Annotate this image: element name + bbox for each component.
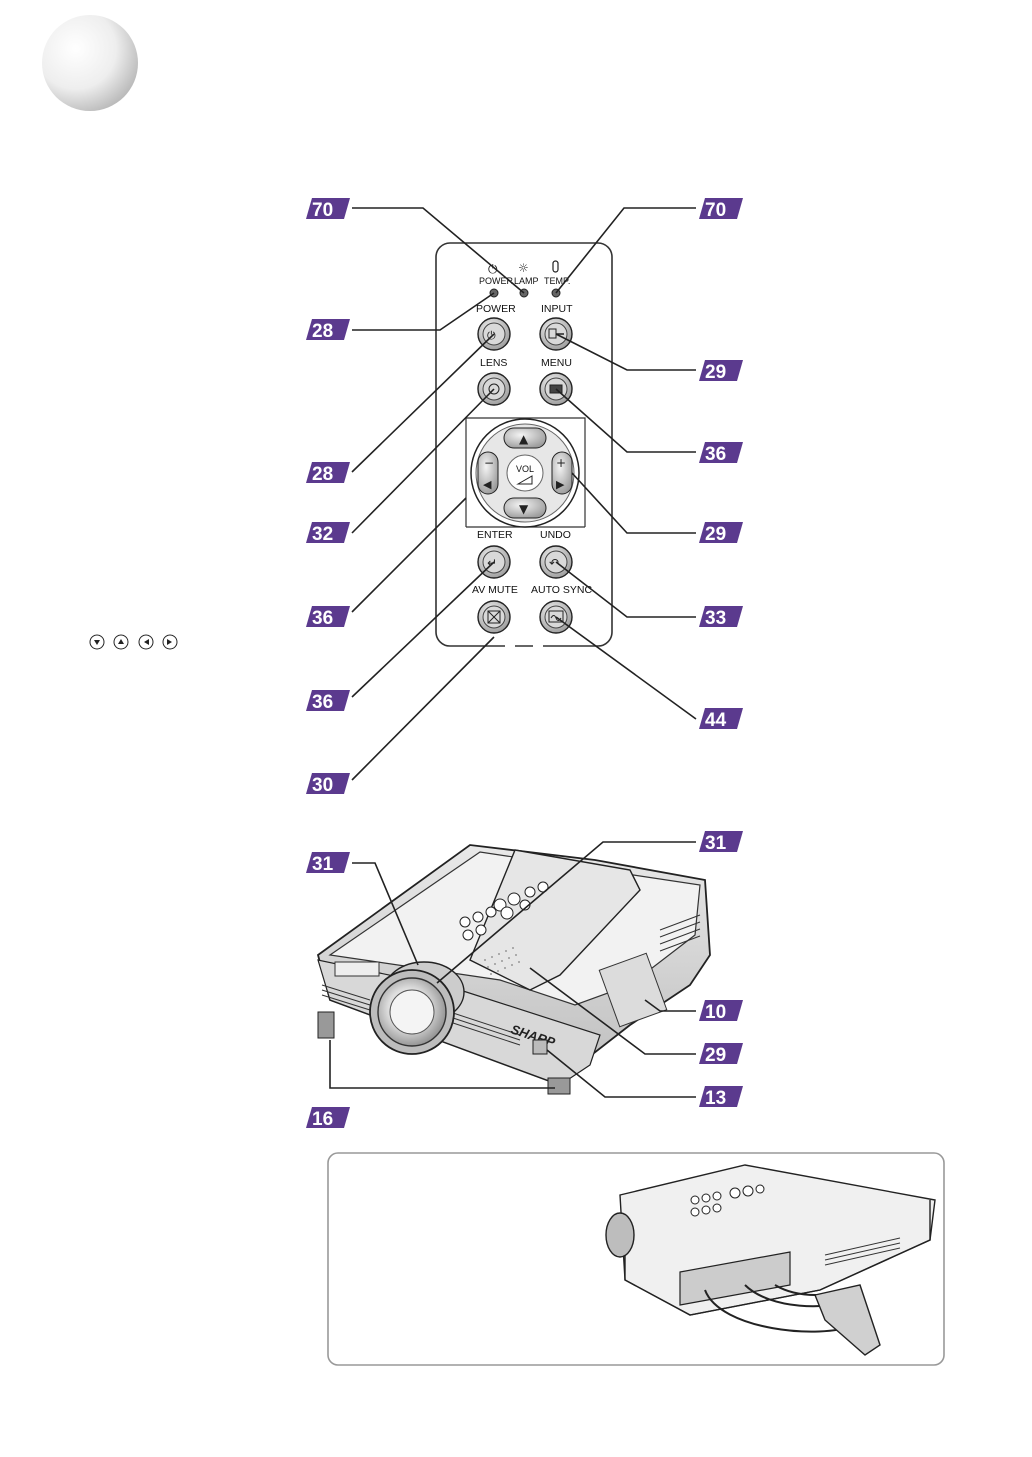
menu-button-label: MENU	[541, 357, 572, 369]
left-arrow-icon: ◀	[483, 478, 492, 491]
badge-power-indicator: 28	[306, 319, 350, 342]
badge-power-button: 28	[306, 462, 350, 485]
svg-text:36: 36	[312, 692, 333, 713]
temp-indicator-label: TEMP.	[544, 276, 570, 286]
badge-lamp-indicator: 70	[306, 198, 350, 221]
vol-label: VOL	[516, 464, 534, 474]
thermometer-icon	[552, 260, 559, 273]
remote-control: ⏻ ☼ POWER LAMP TEMP. POWER INPUT ⏻ LENS …	[435, 242, 613, 648]
front-vents	[321, 914, 701, 1046]
power-button-label: POWER	[476, 303, 516, 315]
svg-text:28: 28	[312, 464, 333, 485]
svg-text:29: 29	[705, 362, 726, 383]
lamp-icon: ☼	[518, 261, 529, 275]
svg-text:36: 36	[705, 444, 726, 465]
badge-enter-button: 36	[306, 690, 350, 713]
left-button[interactable]	[477, 451, 499, 495]
badge-undo-button: 33	[699, 606, 743, 629]
side-cover	[598, 952, 668, 1028]
svg-text:70: 70	[312, 200, 333, 221]
badge-focus-ring: 31	[699, 831, 743, 854]
av-mute-button-label: AV MUTE	[472, 584, 518, 596]
lens-button-label: LENS	[480, 357, 507, 369]
undo-button-label: UNDO	[540, 529, 571, 541]
top-control-buttons	[459, 881, 549, 941]
svg-text:32: 32	[312, 524, 333, 545]
badge-remote-sensor: 29	[699, 1043, 743, 1066]
enter-button-label: ENTER	[477, 529, 513, 541]
terminal-panel	[679, 1251, 791, 1306]
svg-text:13: 13	[705, 1088, 726, 1109]
volume-icon	[516, 475, 533, 485]
badge-zoom-ring: 31	[306, 852, 350, 875]
svg-text:33: 33	[705, 608, 726, 629]
badge-menu-button: 36	[699, 442, 743, 465]
svg-text:28: 28	[312, 321, 333, 342]
badge-lens-button: 32	[306, 522, 350, 545]
badge-sensor-front: 13	[699, 1086, 743, 1109]
undo-icon: ↶	[549, 556, 559, 570]
down-arrow-icon: ▼	[519, 502, 529, 516]
svg-text:29: 29	[705, 524, 726, 545]
right-arrow-icon: ▶	[556, 478, 565, 491]
input-button-label: INPUT	[541, 303, 573, 315]
left-arrow-circle-icon	[138, 634, 154, 650]
callout-badges: 70 28 28 32 36 36 30 31	[306, 198, 743, 1130]
right-arrow-circle-icon	[162, 634, 178, 650]
down-arrow-circle-icon	[89, 634, 105, 650]
left-foot[interactable]	[317, 1011, 335, 1039]
volume-plus-label: +	[556, 456, 566, 470]
lens-icon	[488, 383, 500, 395]
badge-adjustment-feet: 16	[306, 1107, 350, 1130]
front-logo-plate	[334, 961, 380, 977]
remote-sensor-front	[532, 1039, 548, 1055]
speaker-grille	[484, 947, 520, 975]
svg-text:29: 29	[705, 1045, 726, 1066]
decorative-ball	[42, 15, 138, 111]
svg-text:31: 31	[312, 854, 334, 875]
svg-text:36: 36	[312, 608, 333, 629]
projector-rear-view	[605, 1164, 936, 1356]
auto-sync-button-label: AUTO SYNC	[531, 584, 592, 596]
direction-icons	[89, 634, 178, 650]
svg-text:16: 16	[312, 1109, 333, 1130]
svg-text:10: 10	[705, 1002, 726, 1023]
svg-text:44: 44	[705, 710, 727, 731]
svg-text:30: 30	[312, 775, 333, 796]
up-arrow-circle-icon	[113, 634, 129, 650]
directional-pad: ▲ ▼ ◀ − ▶ + VOL	[470, 418, 580, 528]
lamp-indicator-label: LAMP	[514, 276, 539, 286]
badge-volume-buttons: 29	[699, 522, 743, 545]
right-foot[interactable]	[547, 1077, 571, 1095]
power-indicator-label: POWER	[479, 276, 514, 286]
badge-av-mute-button: 30	[306, 773, 350, 796]
terminal-cover[interactable]	[814, 1284, 881, 1356]
up-button[interactable]	[503, 427, 547, 449]
leader-lines-remote	[351, 207, 697, 781]
projector-front-view: SHARP	[316, 844, 711, 1095]
badge-arrow-buttons: 36	[306, 606, 350, 629]
badge-input-button: 29	[699, 360, 743, 383]
av-mute-icon	[487, 610, 501, 624]
down-button[interactable]	[503, 497, 547, 519]
svg-text:31: 31	[705, 833, 727, 854]
av-mute-button[interactable]	[477, 600, 511, 634]
volume-minus-label: −	[484, 456, 494, 470]
up-arrow-icon: ▲	[519, 432, 529, 446]
leader-lines-projector	[329, 841, 696, 1098]
power-symbol-icon: ⏻	[488, 262, 498, 276]
badge-temp-indicator: 70	[699, 198, 743, 221]
badge-cover: 10	[699, 1000, 743, 1023]
badge-auto-sync-button: 44	[699, 708, 743, 731]
auto-sync-icon	[548, 610, 564, 623]
svg-text:70: 70	[705, 200, 726, 221]
